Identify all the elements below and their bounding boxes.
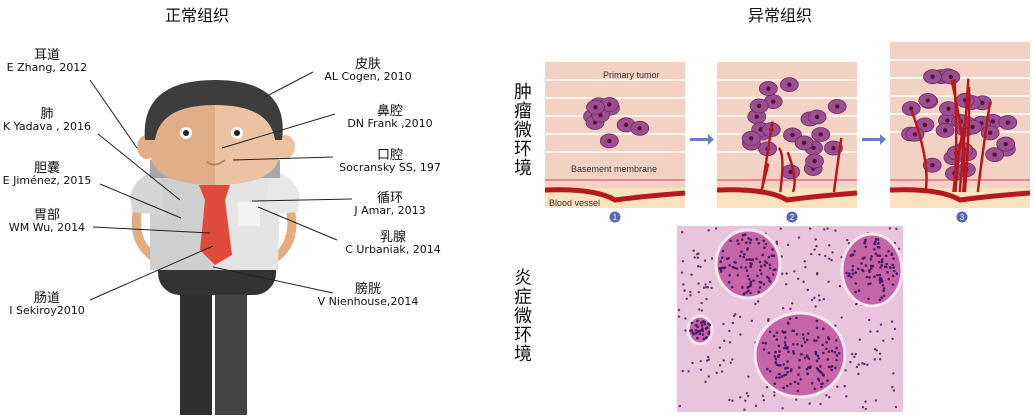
step-marker: 3 xyxy=(955,210,969,224)
site-label: 肺 xyxy=(40,107,54,122)
reference-label: J Amar, 2013 xyxy=(354,204,426,217)
step-number: 3 xyxy=(960,213,965,222)
step-number: 2 xyxy=(790,213,795,222)
histology-image xyxy=(677,226,904,412)
inflammation-microenvironment-label: 炎症微环境 xyxy=(511,268,532,363)
abnormal-tissue-title: 异常组织 xyxy=(748,6,813,25)
tumor-stage-panel xyxy=(716,62,858,208)
step-marker: 1 xyxy=(608,210,622,224)
site-label: 乳腺 xyxy=(379,230,406,245)
reference-label: E Jiménez, 2015 xyxy=(2,174,92,187)
reference-label: E Zhang, 2012 xyxy=(6,61,88,74)
progress-arrows xyxy=(690,134,886,145)
pointer-lines xyxy=(89,71,353,301)
site-label: 胆囊 xyxy=(33,161,60,176)
site-label: 耳道 xyxy=(33,48,60,63)
site-label: 口腔 xyxy=(376,148,403,163)
label-blood-vessel: Blood vessel xyxy=(549,198,600,208)
reference-label: I Sekiroy2010 xyxy=(9,304,85,317)
step-marker: 2 xyxy=(785,210,799,224)
site-label: 循环 xyxy=(376,191,403,206)
tumor-stage-panel xyxy=(544,62,686,208)
site-label: 鼻腔 xyxy=(376,104,403,119)
reference-label: V Nienhouse,2014 xyxy=(317,295,419,308)
reference-label: DN Frank ,2010 xyxy=(347,117,433,130)
site-label: 皮肤 xyxy=(354,57,381,72)
label-primary-tumor: Primary tumor xyxy=(603,70,660,80)
reference-label: AL Cogen, 2010 xyxy=(324,70,412,83)
step-number: 1 xyxy=(613,213,618,222)
tumor-microenvironment-label: 肿瘤微环境 xyxy=(511,82,532,177)
label-basement-membrane: Basement membrane xyxy=(571,164,657,174)
site-label: 膀胱 xyxy=(354,282,381,297)
reference-label: C Urbaniak, 2014 xyxy=(345,243,441,256)
reference-label: Socransky SS, 197 xyxy=(339,161,441,174)
reference-label: K Yadava , 2016 xyxy=(2,120,92,133)
cartoon-man xyxy=(130,80,300,415)
site-label: 肠道 xyxy=(33,291,60,306)
reference-label: WM Wu, 2014 xyxy=(8,221,86,234)
normal-tissue-title: 正常组织 xyxy=(165,6,230,25)
tumor-stage-panel xyxy=(889,42,1031,208)
site-label: 胃部 xyxy=(33,208,60,223)
